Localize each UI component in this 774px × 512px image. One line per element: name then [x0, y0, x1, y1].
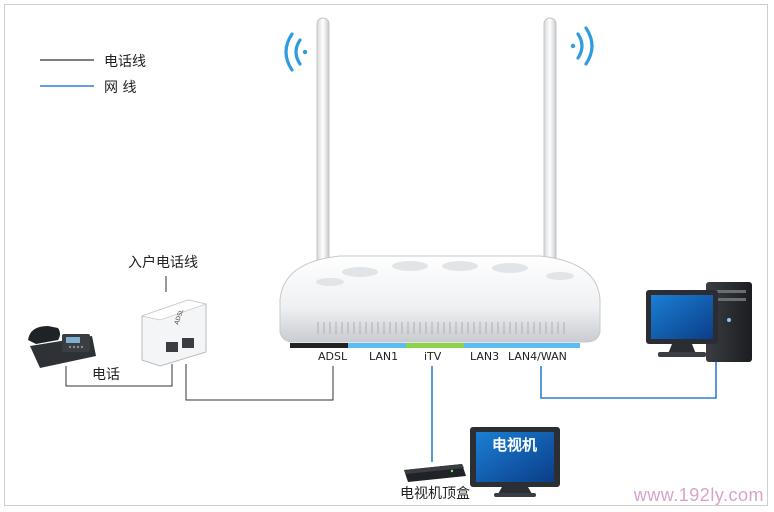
set-top-box-icon	[404, 464, 466, 482]
port-segment-lan3	[464, 343, 522, 348]
tv-label: 电视机	[492, 436, 538, 454]
incoming-phone-line-label: 入户电话线	[128, 255, 198, 271]
legend	[40, 59, 94, 87]
wifi-signal-icon	[570, 26, 594, 66]
splitter-icon: ADSL	[140, 299, 208, 367]
port-label-lan4-wan: LAN4/WAN	[508, 350, 567, 363]
legend-phone-line-label: 电话线	[104, 54, 146, 70]
port-segment-lan1	[348, 343, 406, 348]
connections	[65, 276, 717, 462]
port-strip	[290, 343, 580, 348]
watermark: www.192ly.com	[633, 485, 764, 505]
adsl-cable	[185, 364, 334, 401]
port-segment-lan4-wan	[522, 343, 580, 348]
port-label-itv: iTV	[424, 350, 442, 363]
diagram-frame	[4, 4, 768, 506]
wifi-signal-icon	[284, 32, 308, 72]
computer-icon	[646, 282, 752, 362]
port-label-adsl: ADSL	[318, 350, 348, 363]
lan-cable	[540, 360, 717, 399]
port-segment-adsl	[290, 343, 348, 348]
telephone-icon	[28, 326, 96, 368]
router-icon	[279, 17, 601, 343]
telephone-label: 电话	[92, 367, 120, 383]
port-label-lan1: LAN1	[369, 350, 399, 363]
phone-cable	[65, 364, 173, 387]
port-label-lan3: LAN3	[470, 350, 500, 363]
set-top-box-label: 电视机顶盒	[400, 486, 470, 502]
tv-icon	[470, 427, 560, 497]
port-segment-itv	[406, 343, 464, 348]
legend-network-line-label: 网 线	[104, 80, 137, 96]
